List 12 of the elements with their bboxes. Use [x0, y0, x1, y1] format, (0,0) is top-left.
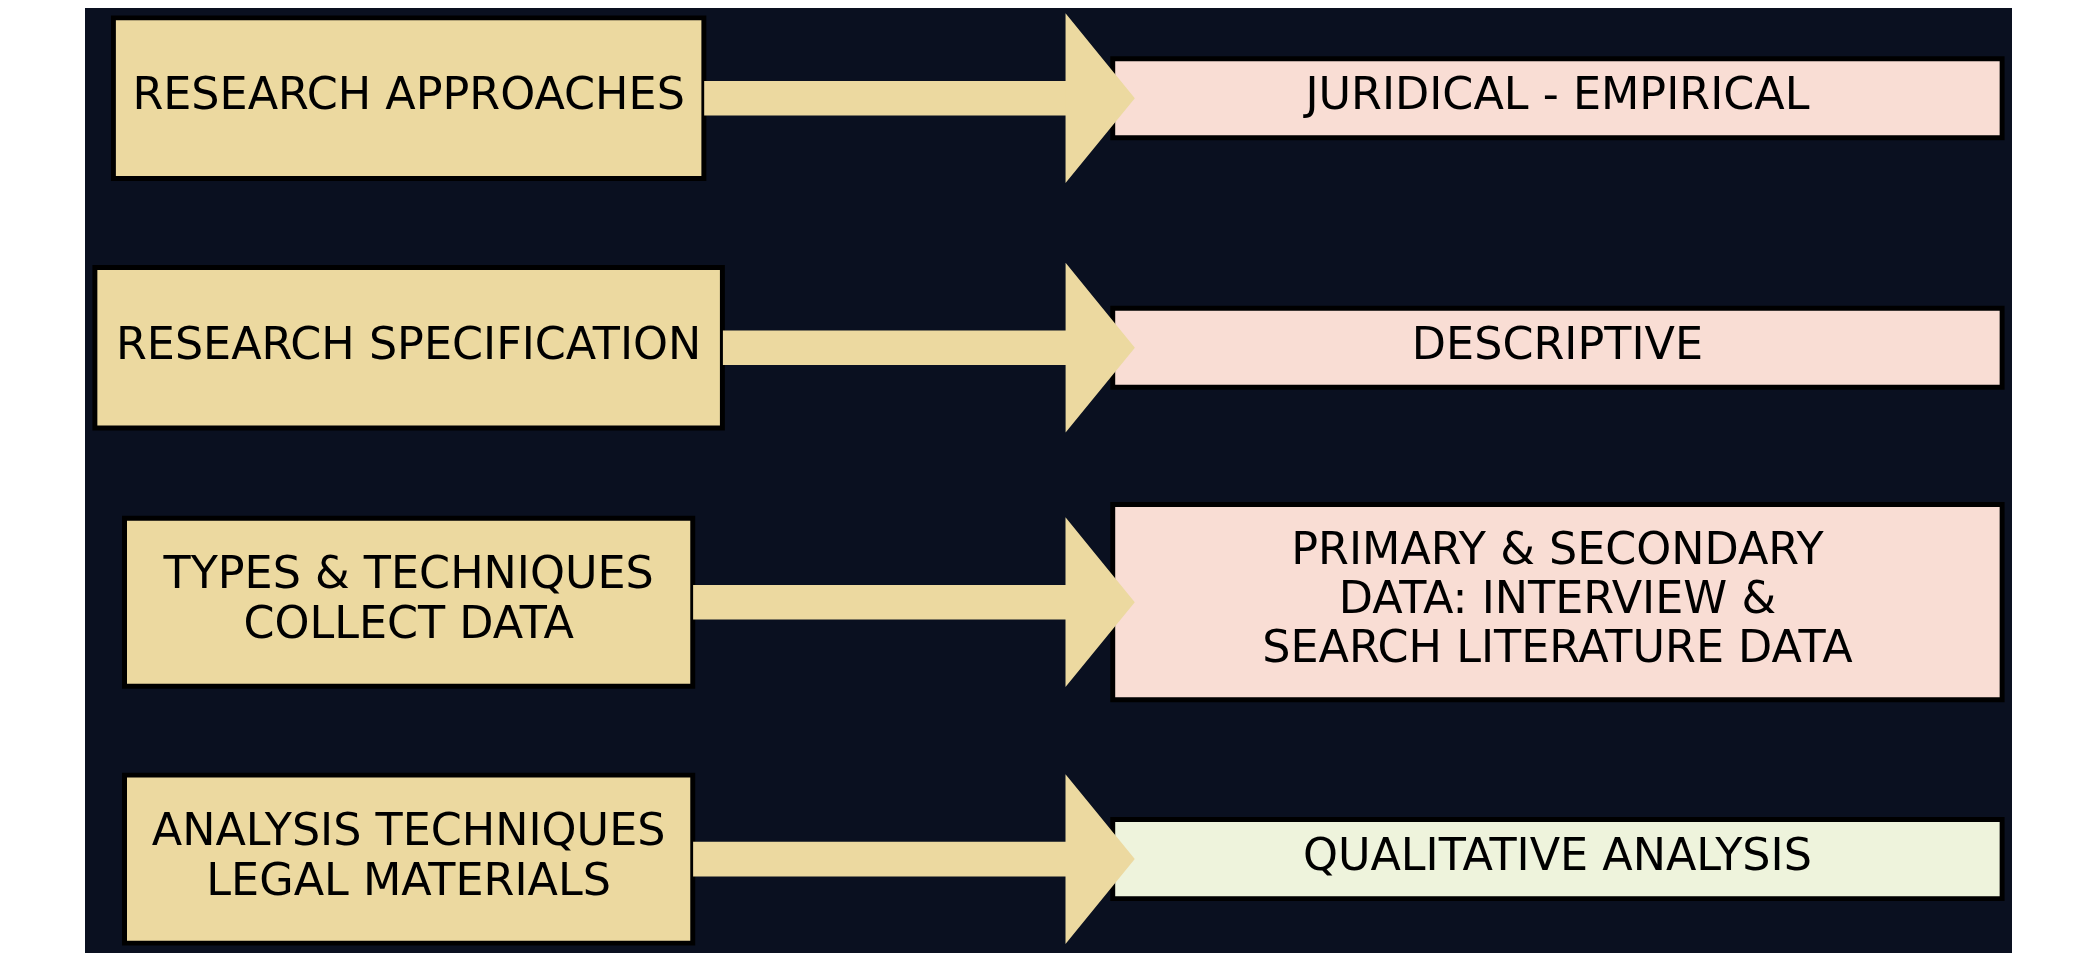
arrow: [692, 517, 1135, 688]
node-box: TYPES & TECHNIQUES COLLECT DATA: [121, 515, 695, 689]
node-box: PRIMARY & SECONDARY DATA: INTERVIEW & SEARCH LITERATURE DATA: [1109, 502, 2005, 703]
node-box: ANALYSIS TECHNIQUES LEGAL MATERIALS: [121, 772, 695, 946]
arrow: [703, 13, 1135, 184]
node-box: RESEARCH APPROACHES: [110, 15, 706, 181]
node-box: DESCRIPTIVE: [1109, 305, 2005, 390]
node-box: RESEARCH SPECIFICATION: [91, 264, 725, 431]
arrow: [692, 774, 1135, 944]
node-box: QUALITATIVE ANALYSIS: [1109, 817, 2005, 902]
arrow: [722, 262, 1135, 433]
node-box: JURIDICAL - EMPIRICAL: [1109, 56, 2005, 141]
